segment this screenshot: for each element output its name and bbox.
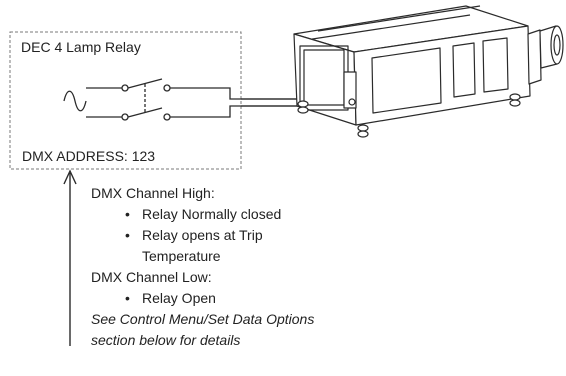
list-item: Relay Normally closed	[91, 204, 421, 225]
list-item: Relay opens at Trip Temperature	[91, 225, 332, 267]
relay-box-border	[9, 31, 242, 170]
channel-low-list: Relay Open	[91, 288, 421, 309]
dmx-address-label: DMX ADDRESS: 123	[22, 148, 156, 164]
channel-notes: DMX Channel High: Relay Normally closed …	[91, 183, 421, 351]
channel-high-list: Relay Normally closed Relay opens at Tri…	[91, 204, 421, 267]
footnote-line-1: See Control Menu/Set Data Options	[91, 311, 315, 327]
channel-high-header: DMX Channel High:	[91, 185, 215, 201]
channel-low-header: DMX Channel Low:	[91, 269, 212, 285]
relay-box-title: DEC 4 Lamp Relay	[21, 39, 141, 55]
list-item: Relay Open	[91, 288, 421, 309]
projector-illustration	[293, 5, 564, 138]
control-arrow	[63, 169, 77, 346]
footnote-line-2: section below for details	[91, 332, 241, 348]
ac-source-icon	[63, 90, 87, 112]
